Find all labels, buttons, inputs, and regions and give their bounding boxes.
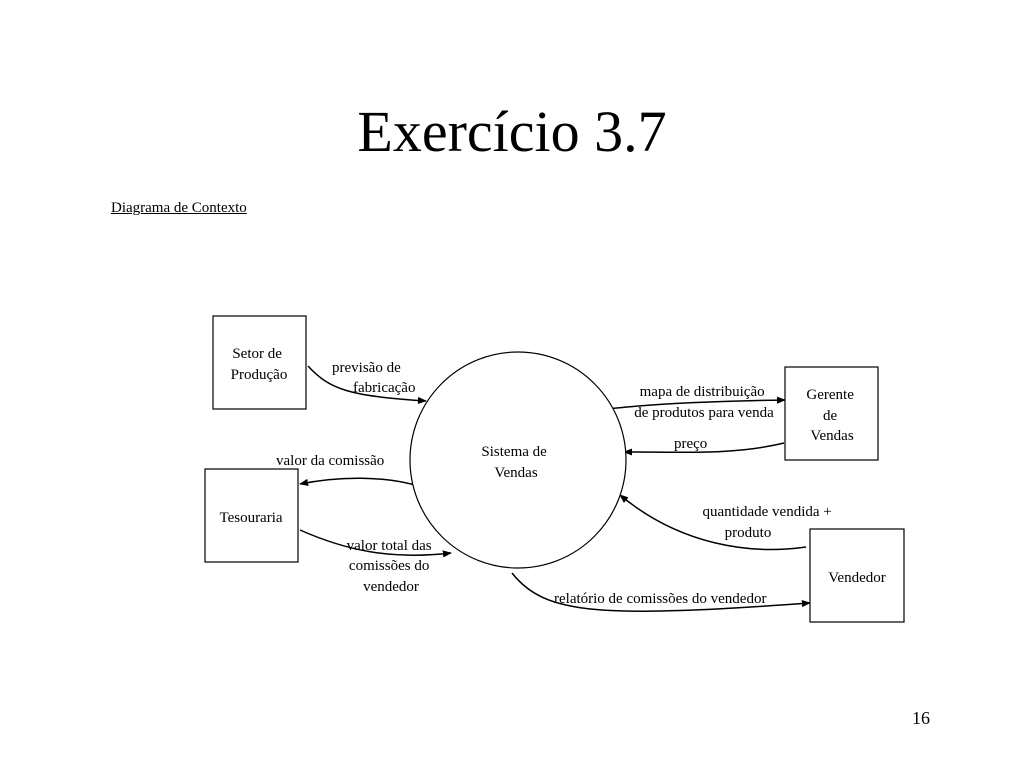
flow-valor-comissao-arrow [299,477,419,487]
flow-relatorio-label: relatório de comissões do vendedor [554,591,766,607]
entity-vendedor-label: Vendedor [828,570,885,586]
entity-setor-producao [212,315,307,410]
diagram-subtitle: Diagrama de Contexto [111,200,247,216]
flow-mapa-label: mapa de distribuição de produtos para ve… [634,384,774,421]
entity-tesouraria-label: Tesouraria [219,510,282,526]
flow-preco-arrow [623,442,785,456]
entity-gerente-vendas-label: Gerente de Vendas [806,387,857,444]
flow-valor-comissao-label: valor da comissão [276,453,384,469]
process-sistema-vendas [409,351,627,569]
flow-preco-label: preço [674,436,707,452]
entity-tesouraria [204,468,299,563]
entity-vendedor [809,528,905,623]
page-number: 16 [912,708,930,728]
flow-relatorio-arrow [511,572,811,612]
flow-quantidade-label: quantidade vendida + produto [702,504,835,541]
entity-gerente-vendas [784,366,879,461]
flow-previsao-arrow [307,365,427,405]
entity-setor-producao-label: Setor de Produção [231,346,288,383]
slide-title: Exercício 3.7 [357,99,667,164]
flow-valor-total-label: valor total das comissões do vendedor [347,538,436,595]
flow-previsao-label: previsão de fabricação [332,360,415,396]
flow-quantidade-arrow [619,494,807,551]
flow-valor-total-arrow [299,529,452,558]
process-label: Sistema de Vendas [481,444,550,481]
flow-mapa-arrow [606,396,786,410]
